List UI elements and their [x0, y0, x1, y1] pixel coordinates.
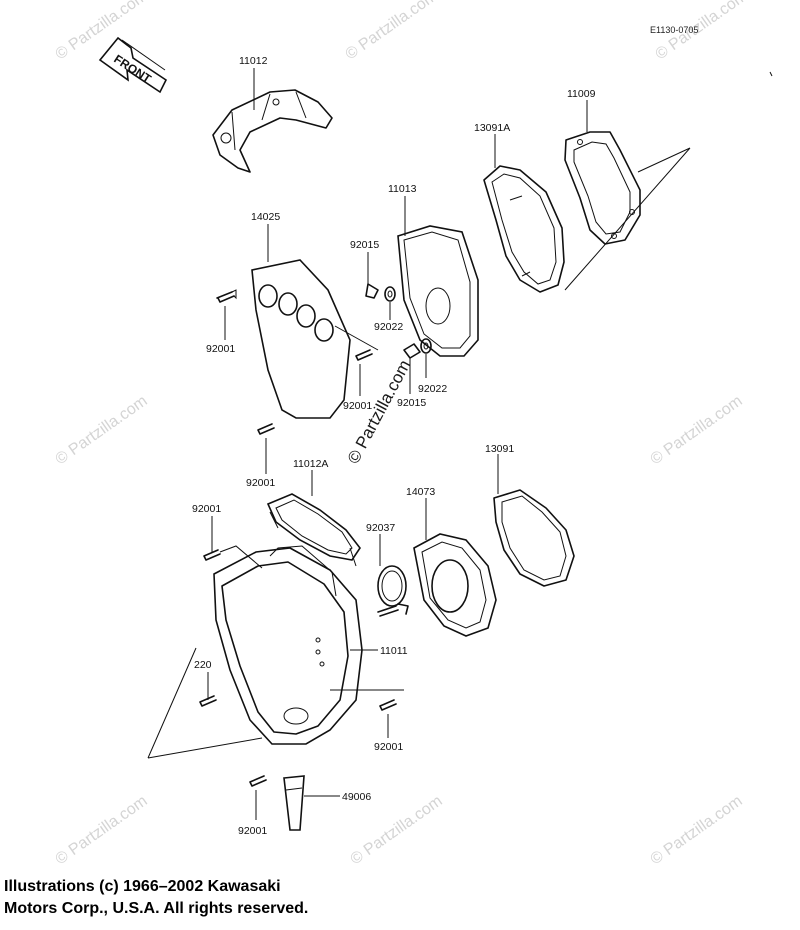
- bolt-92001-c[interactable]: [257, 423, 275, 435]
- label-13091A: 13091A: [474, 122, 510, 134]
- label-11009: 11009: [567, 88, 596, 100]
- copyright-line-2: Motors Corp., U.S.A. All rights reserved…: [4, 900, 309, 917]
- part-14025-side-cover[interactable]: [251, 259, 351, 419]
- watermark: © Partzilla.com: [648, 393, 746, 469]
- part-labels: 11012 11009 13091A 11013 14025 92015 920…: [192, 55, 596, 837]
- screw-220[interactable]: [199, 695, 217, 707]
- reference-code: E1130-0705: [650, 25, 698, 35]
- watermark: © Partzilla.com: [53, 793, 151, 869]
- bolt-92001-d[interactable]: [203, 549, 221, 561]
- label-11011: 11011: [380, 645, 408, 657]
- label-92001: 92001: [206, 343, 235, 355]
- label-92001: 92001: [246, 477, 275, 489]
- part-11009-gasket[interactable]: [564, 131, 641, 245]
- watermark: © Partzilla.com: [53, 0, 151, 63]
- label-92001: 92001: [343, 400, 372, 412]
- washer-92022-a[interactable]: [384, 286, 396, 302]
- bolt-92015-a[interactable]: [365, 283, 379, 299]
- label-92015: 92015: [397, 397, 426, 409]
- part-92037-clamp[interactable]: [377, 565, 409, 617]
- watermark: © Partzilla.com: [53, 393, 151, 469]
- copyright-notice: Illustrations (c) 1966–2002 Kawasaki Mot…: [4, 876, 308, 920]
- washer-92022-b[interactable]: [420, 338, 432, 354]
- watermark: © Partzilla.com: [348, 793, 446, 869]
- label-92037: 92037: [366, 522, 395, 534]
- part-49006-drain[interactable]: [283, 775, 305, 831]
- bolt-92001-f[interactable]: [249, 775, 267, 787]
- part-11011-housing[interactable]: [213, 545, 363, 745]
- label-92001: 92001: [238, 825, 267, 837]
- label-13091: 13091: [485, 443, 514, 455]
- part-13091A-gasket[interactable]: [483, 165, 565, 293]
- label-92022: 92022: [374, 321, 403, 333]
- bolt-92001-e[interactable]: [379, 699, 397, 711]
- part-11012A-seal[interactable]: [266, 493, 361, 567]
- part-14073-adaptor[interactable]: [413, 533, 497, 637]
- front-arrow: FRONT: [98, 36, 168, 94]
- label-220: 220: [194, 659, 212, 671]
- leader-14025-b: [334, 325, 379, 351]
- leader-92001-e: [330, 689, 404, 738]
- leader-92001-d: [211, 516, 263, 569]
- label-92015: 92015: [350, 239, 379, 251]
- label-11012: 11012: [239, 55, 268, 67]
- group-leader-right: [564, 147, 691, 291]
- watermark: © Partzilla.com: [648, 793, 746, 869]
- label-11012A: 11012A: [293, 458, 328, 470]
- bolt-92015-b[interactable]: [403, 343, 421, 359]
- part-13091-gasket[interactable]: [493, 489, 575, 587]
- label-92001: 92001: [192, 503, 221, 515]
- part-11013-filter[interactable]: [397, 225, 479, 357]
- copyright-line-1: Illustrations (c) 1966–2002 Kawasaki: [4, 878, 281, 895]
- label-11013: 11013: [388, 183, 417, 195]
- bolt-92001-a[interactable]: [216, 289, 237, 303]
- group-leader-left: [147, 647, 263, 759]
- label-14025: 14025: [251, 211, 280, 223]
- label-92022: 92022: [418, 383, 447, 395]
- label-49006: 49006: [342, 791, 371, 803]
- part-11012-cover[interactable]: [212, 89, 333, 173]
- label-92001: 92001: [374, 741, 403, 753]
- edge-mark: [769, 71, 773, 77]
- watermark: © Partzilla.com: [343, 0, 441, 63]
- bolt-92001-b[interactable]: [355, 349, 373, 361]
- label-14073: 14073: [406, 486, 435, 498]
